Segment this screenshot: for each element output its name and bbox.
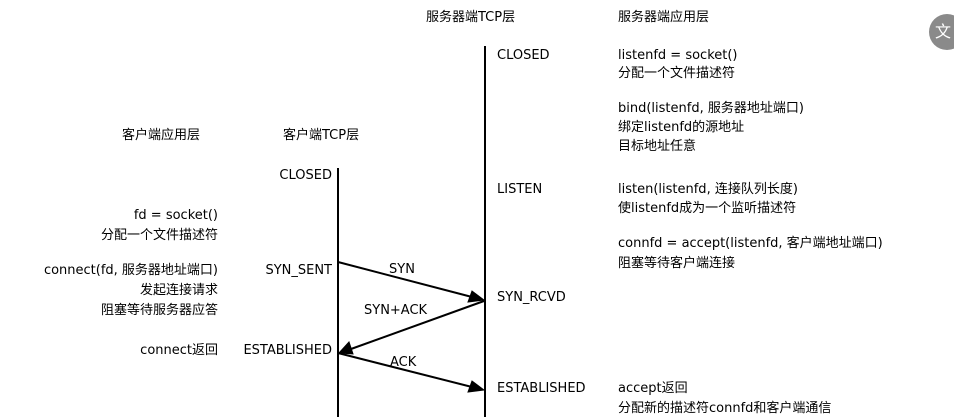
server-note-accept: connfd = accept(listenfd, 客户端地址端口)	[618, 236, 883, 251]
client-note-socket-desc: 分配一个文件描述符	[100, 228, 218, 243]
translate-icon[interactable]: 文	[929, 14, 954, 50]
ack-arrow-line	[337, 352, 473, 388]
message-ack: ACK	[390, 355, 417, 370]
header-client-tcp: 客户端TCP层	[283, 128, 360, 143]
header-client-app: 客户端应用层	[122, 128, 201, 143]
server-note-listen: listen(listenfd, 连接队列长度)	[618, 182, 798, 197]
client-state-syn-sent: SYN_SENT	[265, 263, 332, 278]
server-note-bind: bind(listenfd, 服务器地址端口)	[618, 101, 804, 116]
ack-arrow-head	[467, 380, 486, 393]
syn-arrow-line	[337, 261, 473, 298]
server-timeline	[484, 46, 486, 417]
server-state-established: ESTABLISHED	[497, 381, 586, 396]
client-note-connect-desc-2: 阻塞等待服务器应答	[100, 303, 218, 318]
client-note-socket: fd = socket()	[133, 208, 218, 223]
server-note-bind-desc-2: 目标地址任意	[618, 139, 697, 154]
server-state-listen: LISTEN	[497, 182, 543, 197]
client-note-connect: connect(fd, 服务器地址端口)	[43, 263, 218, 278]
client-state-established: ESTABLISHED	[243, 343, 332, 358]
syn-arrow-head	[467, 290, 486, 303]
header-server-tcp: 服务器端TCP层	[426, 10, 516, 25]
syn-ack-arrow-line	[350, 300, 485, 350]
header-server-app: 服务器端应用层	[618, 10, 710, 25]
server-state-closed: CLOSED	[497, 48, 550, 63]
server-note-accept-return-desc: 分配新的描述符connfd和客户端通信	[618, 401, 832, 416]
server-state-syn-rcvd: SYN_RCVD	[497, 290, 566, 305]
syn-ack-arrow-head	[337, 341, 354, 355]
server-note-accept-desc: 阻塞等待客户端连接	[618, 256, 736, 271]
client-timeline	[337, 168, 339, 417]
server-note-socket-desc: 分配一个文件描述符	[618, 66, 736, 81]
client-state-closed: CLOSED	[279, 168, 332, 183]
server-note-bind-desc-1: 绑定listenfd的源地址	[618, 120, 745, 135]
server-note-listen-desc: 使listenfd成为一个监听描述符	[618, 201, 797, 216]
client-note-connect-desc-1: 发起连接请求	[139, 283, 218, 298]
message-syn-ack: SYN+ACK	[364, 303, 428, 318]
server-note-accept-return: accept返回	[618, 381, 688, 396]
message-syn: SYN	[389, 262, 415, 277]
client-note-connect-return: connect返回	[140, 343, 218, 358]
server-note-socket: listenfd = socket()	[618, 48, 738, 63]
